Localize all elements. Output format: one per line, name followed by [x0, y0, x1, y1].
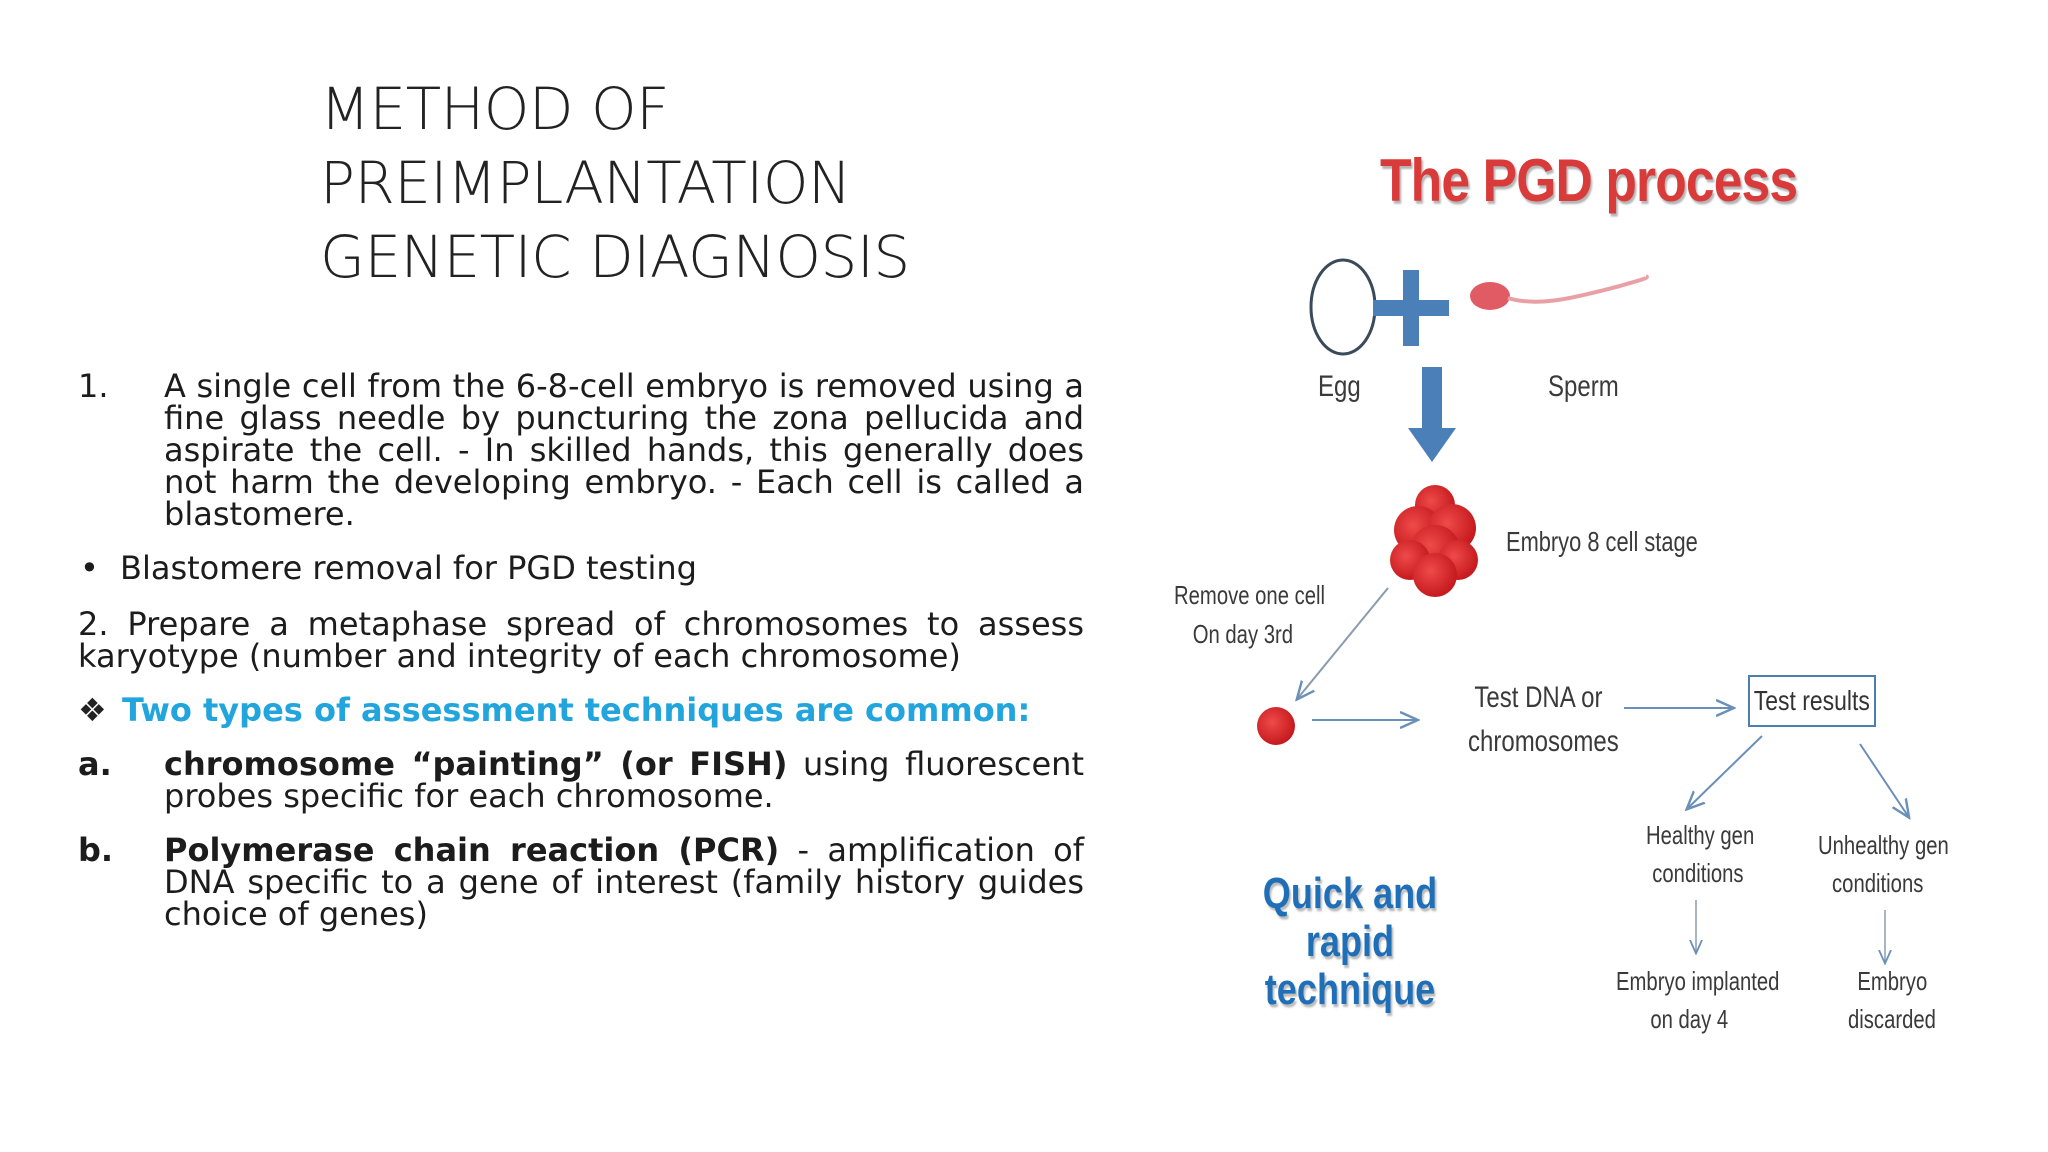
item-number: 1.: [78, 367, 109, 405]
quick-rapid-text: Quick and rapid technique: [1235, 870, 1465, 1014]
item-a-rest: using fluorescent probes specific for ea…: [164, 745, 1085, 815]
test-line-1: Test DNA or: [1474, 681, 1603, 714]
test-dna-label: Test DNA or chromosomes: [1468, 676, 1619, 764]
pgd-diagram: The PGD process: [1150, 110, 1980, 1100]
item-b-rest: - amplification of DNA specific to a gen…: [164, 831, 1085, 933]
single-cell-icon: [1257, 707, 1295, 745]
title-line-3: GENETIC DIAGNOSIS: [320, 223, 910, 291]
list-item-b: b. Polymerase chain reaction (PCR) - amp…: [78, 834, 1084, 930]
item-text-a: chromosome “painting” (or FISH) using fl…: [164, 748, 1084, 812]
sperm-label: Sperm: [1548, 370, 1619, 403]
body-text: 1. A single cell from the 6-8-cell embry…: [78, 370, 1084, 952]
test-results-label: Test results: [1753, 685, 1871, 716]
remove-line-2: On day 3rd: [1192, 619, 1294, 649]
diagram-graphics: [1257, 258, 1980, 1100]
sperm-icon: [1470, 274, 1649, 310]
discarded-label: Embryo discarded: [1848, 962, 1936, 1038]
page-title: METHOD OF PREIMPLANTATION GENETIC DIAGNO…: [320, 72, 1080, 294]
item-text: A single cell from the 6-8-cell embryo i…: [164, 367, 1084, 533]
arrow-remove-cell: [1298, 587, 1389, 698]
test-line-2: chromosomes: [1468, 725, 1619, 758]
remove-line-1: Remove one cell: [1174, 580, 1326, 610]
implanted-line-1: Embryo implanted: [1616, 966, 1780, 996]
unhealthy-line-2: conditions: [1832, 868, 1924, 898]
diagram-title: The PGD process: [1380, 147, 1798, 214]
quick-line-1: Quick and rapid: [1262, 869, 1438, 966]
quick-line-2: technique: [1264, 965, 1436, 1014]
arrow-to-unhealthy: [1859, 743, 1908, 816]
embryo-stage-label: Embryo 8 cell stage: [1506, 526, 1698, 557]
diamond-icon: ❖: [78, 691, 107, 729]
item-label-b: b.: [78, 831, 114, 869]
egg-label: Egg: [1318, 370, 1361, 403]
title-line-2: PREIMPLANTATION: [320, 149, 851, 217]
unhealthy-line-1: Unhealthy gen: [1818, 830, 1949, 860]
healthy-label: Healthy gen conditions: [1646, 816, 1754, 892]
remove-cell-label: Remove one cell On day 3rd: [1174, 580, 1325, 650]
paragraph-item-2: 2. Prepare a metaphase spread of chromos…: [78, 605, 1084, 675]
list-item-a: a. chromosome “painting” (or FISH) using…: [78, 748, 1084, 812]
discarded-line-1: Embryo: [1857, 966, 1928, 996]
item-text-b: Polymerase chain reaction (PCR) - amplif…: [164, 834, 1084, 930]
arrow-to-healthy: [1688, 735, 1763, 808]
healthy-line-1: Healthy gen: [1646, 820, 1755, 850]
highlight-item: ❖ Two types of assessment techniques are…: [78, 694, 1084, 726]
down-arrow-icon: [1408, 367, 1456, 462]
implanted-line-2: on day 4: [1650, 1004, 1729, 1034]
item-label-a: a.: [78, 745, 112, 783]
item-a-bold: chromosome “painting” (or FISH): [164, 745, 788, 783]
healthy-line-2: conditions: [1652, 858, 1744, 888]
bullet-item: • Blastomere removal for PGD testing: [78, 552, 1084, 584]
bullet-icon: •: [80, 549, 99, 587]
plus-icon: [1373, 270, 1449, 346]
list-item-1: 1. A single cell from the 6-8-cell embry…: [78, 370, 1084, 530]
bullet-text: Blastomere removal for PGD testing: [120, 549, 697, 587]
test-results-box: Test results: [1748, 675, 1876, 727]
egg-icon: [1309, 258, 1377, 356]
title-line-1: METHOD OF: [320, 75, 670, 143]
embryo-cluster-icon: [1390, 485, 1478, 597]
discarded-line-2: discarded: [1848, 1004, 1936, 1034]
item-b-bold: Polymerase chain reaction (PCR): [164, 831, 780, 869]
implanted-label: Embryo implanted on day 4: [1616, 962, 1779, 1038]
unhealthy-label: Unhealthy gen conditions: [1818, 826, 1949, 902]
highlight-text: Two types of assessment techniques are c…: [122, 691, 1031, 729]
